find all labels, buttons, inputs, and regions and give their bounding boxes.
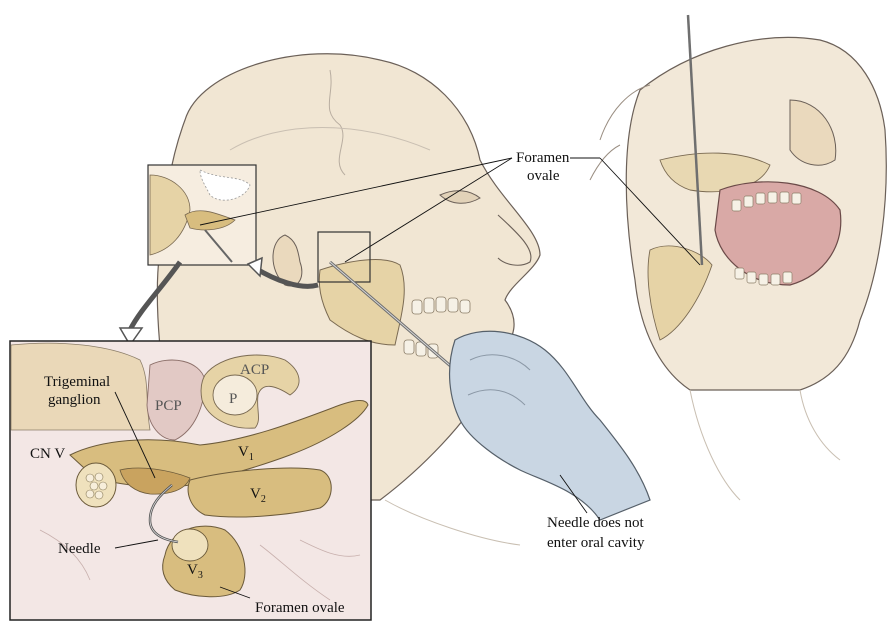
label-p: P (229, 391, 237, 407)
label-trigeminal-2: ganglion (48, 392, 101, 408)
label-foramen-ovale-top-2: ovale (527, 168, 560, 184)
label-needle-note-1: Needle does not (547, 515, 644, 531)
label-trigeminal-1: Trigeminal (44, 374, 110, 390)
label-foramen-ovale-top: Foramen (516, 150, 570, 166)
gloved-hand (450, 331, 650, 520)
label-cn-v: CN V (30, 446, 65, 462)
label-needle-note-2: enter oral cavity (547, 535, 645, 551)
label-acp: ACP (240, 362, 269, 378)
label-needle: Needle (58, 541, 101, 557)
small-inset (148, 165, 256, 265)
frontal-head (590, 15, 886, 500)
label-pcp: PCP (155, 398, 182, 414)
label-foramen-ovale-bottom: Foramen ovale (255, 600, 345, 616)
